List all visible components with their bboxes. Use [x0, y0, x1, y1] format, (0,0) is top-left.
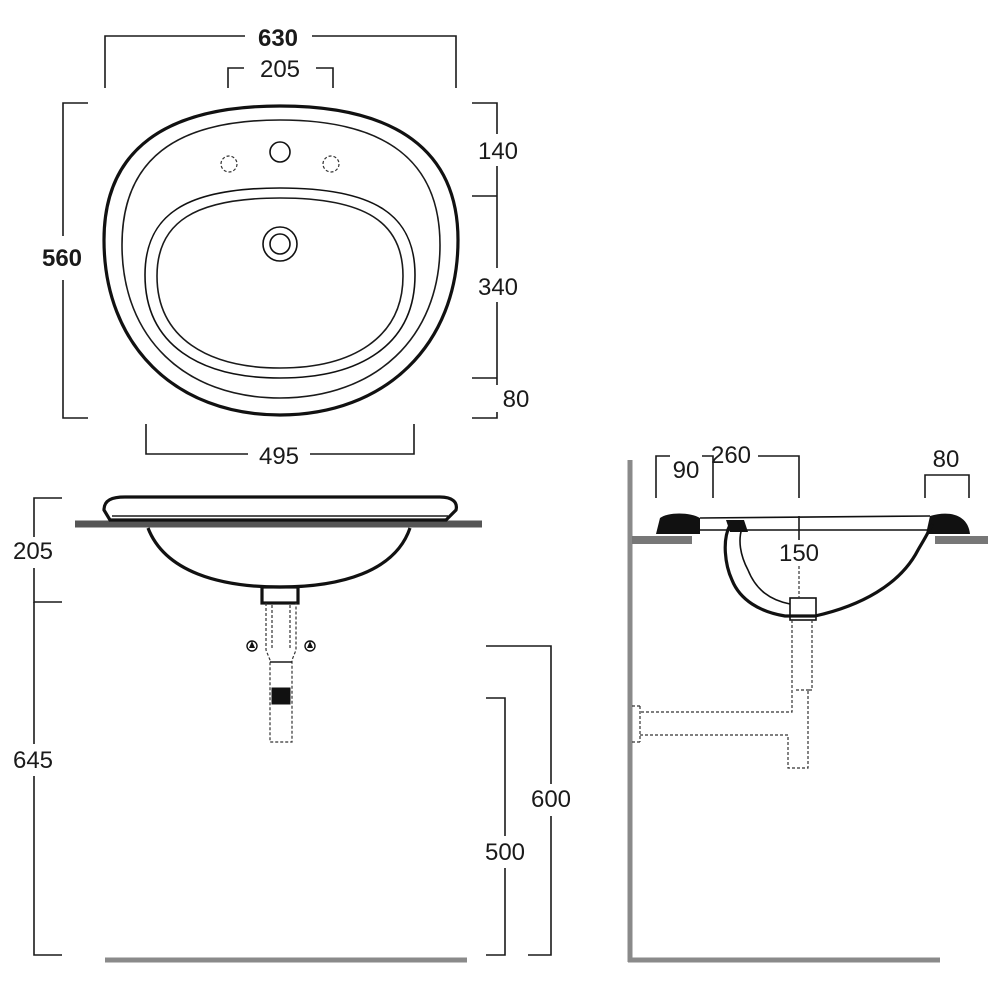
dim-line-630 — [104, 35, 457, 88]
side-rim-rear — [656, 513, 700, 534]
dim-line-500 — [486, 697, 506, 956]
dim-line-495 — [145, 424, 415, 455]
tap-hole-left — [220, 155, 238, 173]
dim-line-560 — [62, 102, 88, 419]
front-rim — [102, 495, 458, 522]
front-trap — [265, 603, 297, 743]
dim-line-90 — [655, 455, 714, 498]
dim-line-260 — [758, 455, 800, 498]
dim-label-140: 140 — [478, 138, 518, 165]
dim-label-150: 150 — [779, 540, 819, 567]
dim-label-645: 645 — [13, 747, 53, 774]
dim-label-80-side: 80 — [933, 446, 960, 473]
drain-inner — [269, 233, 291, 255]
side-overflow-top — [726, 520, 748, 532]
basin-inner-rim — [121, 119, 441, 399]
dim-line-80-side — [924, 474, 970, 498]
dim-line-600 — [486, 645, 552, 956]
basin-bowl — [144, 187, 416, 379]
front-trap-nut — [271, 687, 291, 705]
front-bowl — [146, 527, 412, 589]
side-view: 90 260 80 150 — [627, 442, 988, 963]
dim-label-560: 560 — [42, 245, 82, 272]
basin-outer-rim — [102, 104, 460, 417]
dim-line-645 — [33, 602, 62, 956]
dim-label-205-side: 205 — [13, 538, 53, 565]
dim-label-260: 260 — [711, 442, 751, 469]
valve-left-icon — [246, 640, 258, 652]
side-bowl — [723, 523, 934, 618]
drain-outer — [262, 226, 298, 262]
side-rim-front — [926, 513, 970, 534]
tap-hole-right — [322, 155, 340, 173]
side-rim-top — [699, 515, 931, 519]
dim-label-495: 495 — [259, 443, 299, 470]
side-trap — [632, 620, 813, 769]
dim-label-500: 500 — [485, 839, 525, 866]
dim-line-right-stack — [472, 102, 498, 419]
basin-bowl-inner-line — [156, 197, 404, 369]
dim-label-600: 600 — [531, 786, 571, 813]
dim-label-340: 340 — [478, 274, 518, 301]
side-waste-fitting — [789, 597, 817, 621]
side-overflow — [739, 527, 791, 605]
front-view: 205 645 600 500 — [13, 495, 571, 963]
tap-hole-center — [269, 141, 291, 163]
dim-label-630: 630 — [258, 25, 298, 52]
front-waste-fitting — [260, 585, 300, 605]
dim-label-205-top: 205 — [260, 56, 300, 83]
dim-line-205-top — [227, 67, 334, 88]
dim-label-80-right: 80 — [503, 386, 530, 413]
top-view: 630 205 560 140 340 80 495 — [42, 25, 529, 470]
valve-right-icon — [304, 640, 316, 652]
dim-label-90: 90 — [673, 457, 700, 484]
